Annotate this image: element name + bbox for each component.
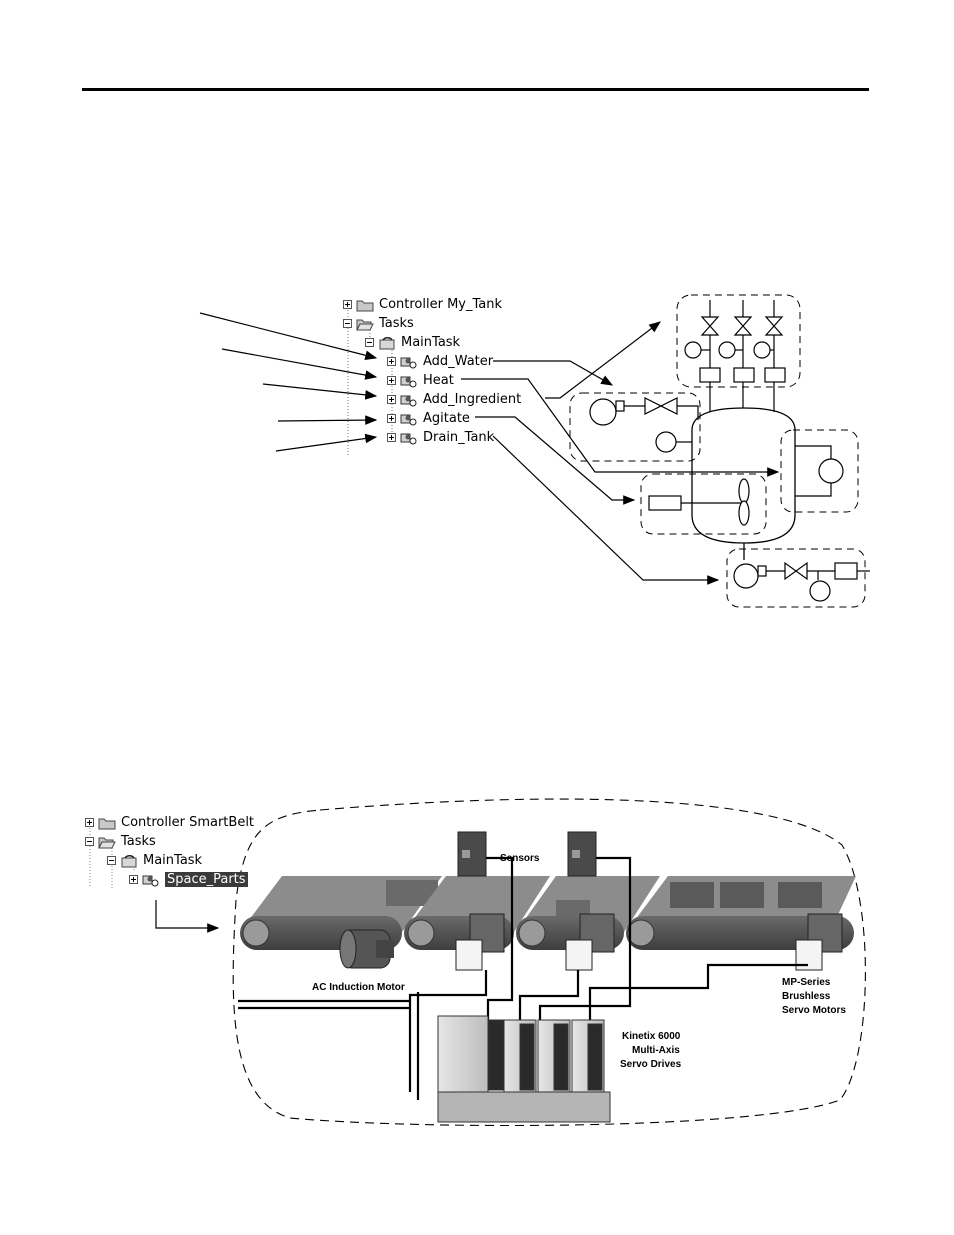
tree-label: Controller SmartBelt	[121, 815, 254, 830]
tree-item-controller[interactable]: Controller SmartBelt	[85, 813, 254, 832]
open-folder-icon	[98, 835, 116, 849]
tree-label: MainTask	[143, 853, 202, 868]
tree-item-maintask[interactable]: MainTask	[107, 851, 202, 870]
tree-label: Tasks	[121, 834, 156, 849]
servo-motors-label-line3: Servo Motors	[782, 1004, 846, 1017]
collapse-toggle[interactable]	[85, 837, 94, 846]
program-icon	[142, 873, 160, 887]
servo-drives	[438, 1016, 610, 1122]
task-icon	[120, 854, 138, 868]
servo-motors-label-line2: Brushless	[782, 990, 830, 1003]
folder-icon	[98, 816, 116, 830]
expand-toggle[interactable]	[129, 875, 138, 884]
program-arrow	[156, 900, 218, 928]
servo-drives-label-line3: Servo Drives	[620, 1058, 681, 1071]
tree-label-selected: Space_Parts	[165, 872, 248, 887]
servo-motors-label-line1: MP-Series	[782, 976, 830, 989]
ac-motor	[340, 930, 394, 968]
expand-toggle[interactable]	[85, 818, 94, 827]
sensors-label: Sensors	[500, 852, 539, 865]
tree-item-tasks[interactable]: Tasks	[85, 832, 156, 851]
tree-item-program[interactable]: Space_Parts	[129, 870, 248, 889]
conveyor-belts	[240, 876, 856, 950]
ac-motor-label: AC Induction Motor	[312, 981, 405, 994]
servo-drives-label-line1: Kinetix 6000	[622, 1030, 680, 1043]
collapse-toggle[interactable]	[107, 856, 116, 865]
servo-drives-label-line2: Multi-Axis	[632, 1044, 680, 1057]
